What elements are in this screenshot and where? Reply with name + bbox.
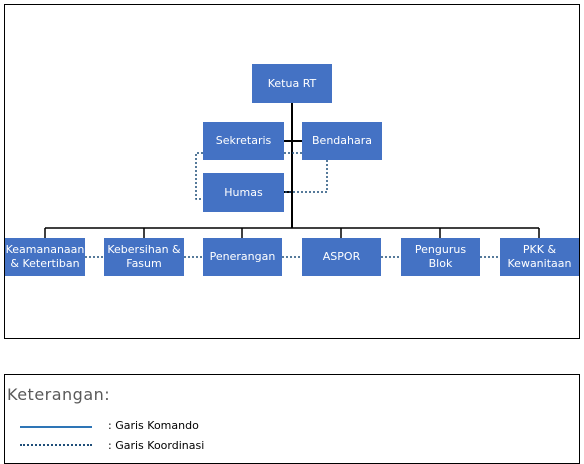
node-pengurus-blok[interactable]: Pengurus Blok: [401, 238, 480, 276]
legend-title: Keterangan:: [7, 385, 111, 404]
node-kebersihan[interactable]: Kebersihan & Fasum: [104, 238, 184, 276]
bendahara-humas-coordination: [284, 160, 328, 193]
node-humas[interactable]: Humas: [203, 173, 284, 212]
node-pkk[interactable]: PKK & Kewanitaan: [500, 238, 579, 276]
legend-solid-line: [20, 426, 92, 428]
node-keamanan[interactable]: Keamananaan & Ketertiban: [5, 238, 85, 276]
node-penerangan[interactable]: Penerangan: [203, 238, 282, 276]
sekretaris-humas-coordination: [195, 152, 203, 200]
legend-koordinasi-label: : Garis Koordinasi: [108, 439, 205, 452]
command-lines: [44, 103, 540, 238]
node-ketua-rt[interactable]: Ketua RT: [252, 64, 332, 103]
node-sekretaris[interactable]: Sekretaris: [203, 122, 284, 160]
legend-komando-label: : Garis Komando: [108, 419, 199, 432]
legend-frame: [4, 374, 580, 464]
coordination-lines: [85, 152, 500, 258]
legend-dotted-line: [20, 444, 92, 446]
node-bendahara[interactable]: Bendahara: [302, 122, 382, 160]
node-aspor[interactable]: ASPOR: [302, 238, 381, 276]
